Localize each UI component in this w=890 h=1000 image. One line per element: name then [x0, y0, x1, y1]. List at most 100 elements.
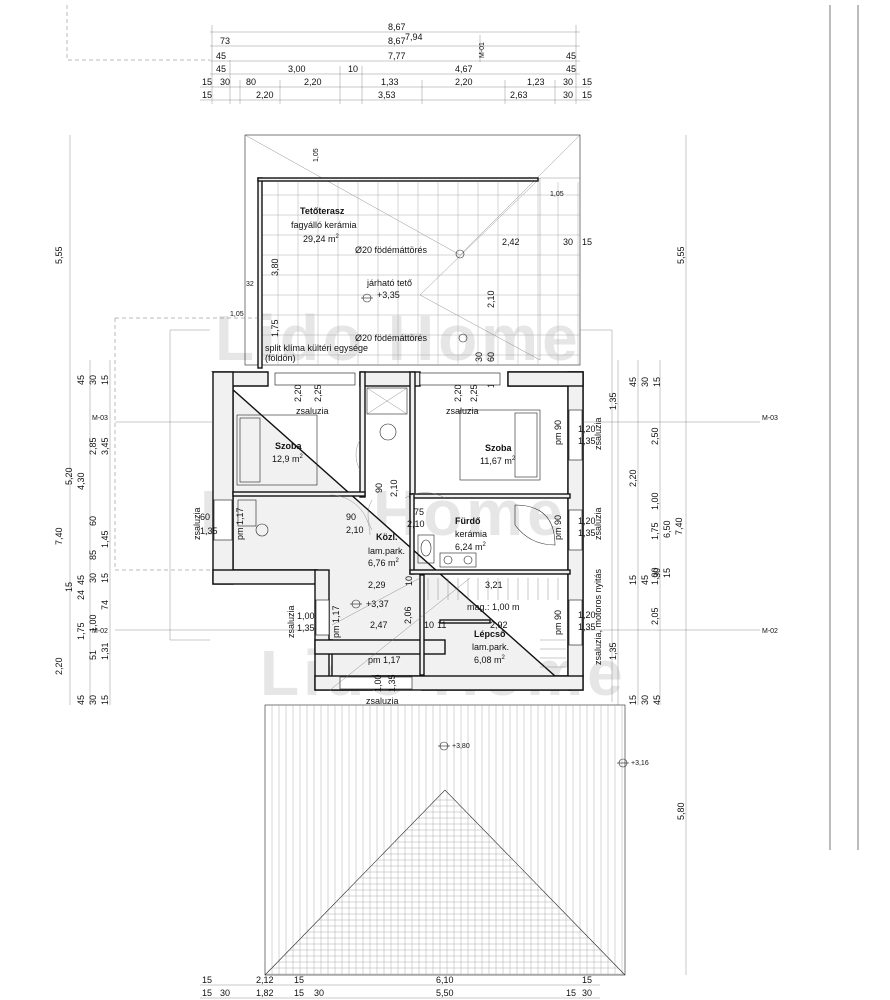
- stair-finish: lam.park.: [472, 642, 509, 652]
- top-dim-r4-2: 10: [348, 64, 358, 74]
- bottom-r2-5: 5,50: [436, 988, 454, 998]
- lower-roof: [264, 704, 626, 976]
- top-dim-r5-3: 2,20: [304, 77, 322, 87]
- lower-roof-outline: [169, 329, 613, 702]
- dim-32: 32: [246, 281, 254, 288]
- bath-finish: kerámia: [455, 529, 487, 539]
- zsaluzia-left-2: zsaluzia: [286, 605, 296, 638]
- right-inner-14: 1,35: [608, 642, 618, 660]
- w-225-b: 2,25: [469, 384, 479, 402]
- left-outer-2: 2,20: [54, 657, 64, 675]
- section-m03-right: M-03: [762, 415, 778, 422]
- w-220-a: 2,20: [293, 384, 303, 402]
- left-inner-4: 24: [76, 590, 86, 600]
- right-inner-16: 30: [640, 695, 650, 705]
- d-247: 2,47: [370, 620, 388, 630]
- door-swings: [329, 439, 446, 536]
- furniture: [236, 387, 556, 568]
- left-mid-1: 4,30: [76, 472, 86, 490]
- windows: [213, 372, 583, 690]
- top-dim-r5-8: 15: [582, 77, 592, 87]
- d-210-a: 2,10: [389, 479, 399, 497]
- top-existing-outline: [66, 5, 210, 61]
- top-dim-r4-3: 4,67: [455, 64, 473, 74]
- d-75: 75: [414, 507, 424, 517]
- slab-opening-icon: [455, 249, 468, 343]
- right-mid-5: 1,75: [650, 522, 660, 540]
- bottom-r2-4: 30: [314, 988, 324, 998]
- zsaluzia-right-1: zsaluzia: [593, 417, 603, 450]
- w-225-a: 2,25: [313, 384, 323, 402]
- top-dim-r3-1: 7,77: [388, 51, 406, 61]
- bottom-r2-2: 1,82: [256, 988, 274, 998]
- left-inner-7: 15: [100, 573, 110, 583]
- zsaluzia-bed1: zsaluzia: [296, 406, 329, 416]
- pm-90-1: pm 90: [553, 420, 563, 445]
- section-lines: [115, 421, 760, 631]
- zsaluzia-left-1: zsaluzia: [192, 507, 202, 540]
- left-inner-9: 30: [88, 695, 98, 705]
- d-135-a: 1,35: [297, 623, 315, 633]
- right-inner-11: 1,35: [578, 528, 596, 538]
- dim-60-v: 60: [486, 352, 496, 362]
- top-dim-r6-5: 15: [582, 90, 592, 100]
- bath-name: Fürdő: [455, 516, 481, 526]
- bottom-r1-1: 2,12: [256, 975, 274, 985]
- left-inner-8: 45: [76, 695, 86, 705]
- roof-level-1: +3,80: [452, 743, 470, 750]
- d-90-a: 90: [374, 483, 384, 493]
- right-dimension-lines: [617, 135, 687, 975]
- top-dim-r4-4: 45: [566, 64, 576, 74]
- dim-30-r: 30: [563, 237, 573, 247]
- terrace-wall-top: [257, 177, 539, 182]
- left-outer-0: 5,55: [54, 246, 64, 264]
- left-mid-3: 3,45: [100, 437, 110, 455]
- right-inner-8: 45: [640, 575, 650, 585]
- d-90-b: 90: [346, 512, 356, 522]
- left-mid-7: 1,00: [88, 614, 98, 632]
- d-210-c: 2,10: [407, 519, 425, 529]
- right-mid-0: 2,50: [650, 427, 660, 445]
- bottom-dimension-lines: [200, 984, 600, 999]
- top-dim-r5-5: 2,20: [455, 77, 473, 87]
- right-boundary-lines: [829, 5, 859, 850]
- top-dim-r1-0: 8,67: [388, 22, 406, 32]
- left-inner-1: 30: [88, 375, 98, 385]
- left-inner-5: 45: [76, 575, 86, 585]
- right-inner-12: 1,20: [578, 610, 596, 620]
- zsaluzia-bed2: zsaluzia: [446, 406, 479, 416]
- stair-name: Lépcső: [474, 629, 506, 639]
- left-inner-12: 15: [64, 582, 74, 592]
- d-135-b: 1,35: [387, 674, 397, 692]
- right-inner-17: 45: [652, 695, 662, 705]
- d-60: 60: [200, 512, 210, 522]
- section-m03-left: M-03: [92, 415, 108, 422]
- top-dim-r5-7: 30: [563, 77, 573, 87]
- left-inner-3: 60: [88, 516, 98, 526]
- right-inner-9: 30: [652, 568, 662, 578]
- bottom-r1-3: 6,10: [436, 975, 454, 985]
- bath-area: 6,24 m2: [455, 542, 487, 552]
- top-dim-r3-0: 45: [216, 51, 226, 61]
- d-135-l: 1,35: [200, 526, 218, 536]
- pm-117-1: pm 1,17: [235, 507, 245, 540]
- top-dim-r2-2: 7,94: [405, 32, 423, 42]
- bottom-r2-7: 30: [582, 988, 592, 998]
- right-inner-0: 1,35: [608, 392, 618, 410]
- left-mid-9: 51: [88, 650, 98, 660]
- overhang-dashed: [114, 317, 258, 571]
- level-marker-icon: [361, 293, 373, 303]
- pm-117-3: pm 1,17: [368, 655, 401, 665]
- w-220-b: 2,20: [453, 384, 463, 402]
- hall-level-marker-icon: [350, 599, 362, 609]
- right-mid-3: 2,05: [650, 607, 660, 625]
- right-inner-4: 1,20: [578, 424, 596, 434]
- d-210-b: 2,10: [346, 525, 364, 535]
- right-inner-1: 45: [628, 377, 638, 387]
- dim-242: 2,42: [502, 237, 520, 247]
- top-dim-r6-3: 2,63: [510, 90, 528, 100]
- terrace-finish: fagyálló kerámia: [291, 220, 357, 230]
- right-inner-7: 15: [628, 575, 638, 585]
- hall-finish: lam.park.: [368, 546, 405, 556]
- left-mid-2: 2,85: [88, 437, 98, 455]
